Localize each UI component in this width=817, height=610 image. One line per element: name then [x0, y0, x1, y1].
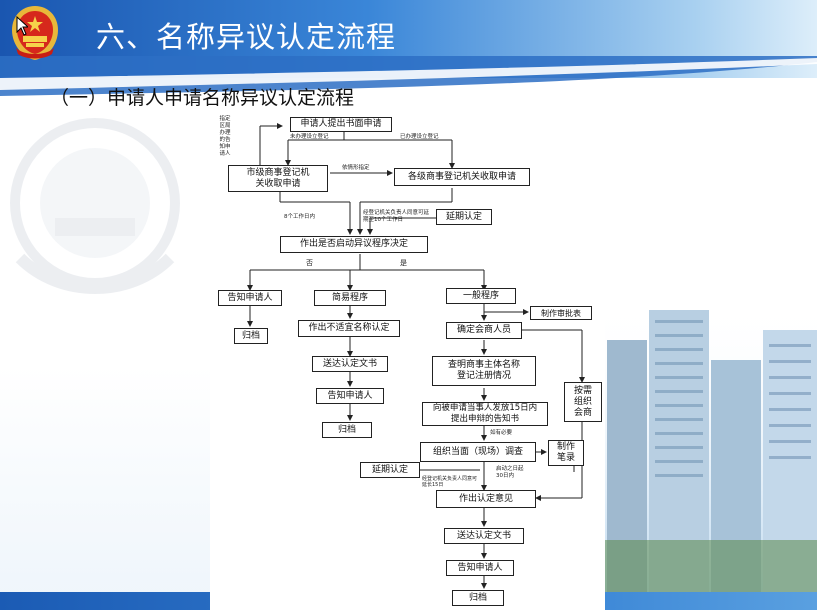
label-start-30-days: 启动之日起30日内: [496, 466, 524, 479]
node-deliver-doc-2: 送达认定文书: [444, 528, 524, 544]
city-buildings-background: [605, 300, 817, 600]
node-all-levels-receive: 各级商事登记机关收取申请: [394, 168, 530, 186]
node-extend-1: 延期认定: [436, 209, 492, 225]
node-verify-registration: 查明商事主体名称登记注册情况: [432, 356, 536, 386]
national-emblem-icon: [12, 6, 58, 60]
label-approve-extend: 经登记机关负责人同意可延期至10个工作日: [363, 210, 430, 223]
node-organize-consult: 按需组织会商: [564, 382, 602, 422]
label-registered: 已办理设立登记: [400, 134, 439, 140]
node-notify-applicant-1: 告知申请人: [218, 290, 282, 306]
page-title: 六、名称异议认定流程: [96, 20, 397, 54]
node-archive-3: 归档: [452, 590, 504, 606]
node-investigation: 组织当面（现场）调查: [420, 442, 536, 462]
mouse-cursor-icon: [16, 16, 28, 36]
node-notify-applicant-2: 告知申请人: [316, 388, 384, 404]
node-notify-applicant-3: 告知申请人: [446, 560, 514, 576]
label-side-note: 指定区局办理的告知申请人: [219, 116, 231, 157]
label-if-needed: 如有必要: [490, 430, 513, 436]
label-8-days: 8个工作日内: [284, 214, 315, 220]
node-deliver-doc-1: 送达认定文书: [312, 356, 388, 372]
node-make-record: 制作笔录: [548, 440, 584, 466]
node-not-suitable: 作出不适宜名称认定: [298, 320, 400, 337]
node-city-receive: 市级商事登记机关收取申请: [228, 165, 328, 192]
header-wave-decoration: [0, 56, 817, 96]
label-by-situation: 依情形指定: [342, 165, 370, 171]
flowchart-panel: 指定区局办理的告知申请人 申请人提出书面申请 市级商事登记机关收取申请 各级商事…: [210, 110, 605, 610]
node-archive-1: 归档: [234, 328, 268, 344]
label-no: 否: [306, 259, 313, 267]
node-archive-2: 归档: [322, 422, 372, 438]
label-not-registered: 未办理设立登记: [290, 134, 329, 140]
label-yes: 是: [400, 259, 407, 267]
node-simple-procedure: 简易程序: [314, 290, 386, 306]
node-notice-15-days: 向被申请当事人发放15日内提出申辩的告知书: [422, 402, 548, 426]
node-approval-form: 制作审批表: [530, 306, 592, 320]
node-submit-application: 申请人提出书面申请: [290, 117, 392, 132]
emblem-watermark-icon: [10, 118, 180, 294]
section-subtitle: （一）申请人申请名称异议认定流程: [50, 87, 355, 109]
label-approve-extend-2: 经登记机关负责人同意可延长15日: [422, 476, 478, 488]
node-extend-2: 延期认定: [360, 462, 420, 478]
flowchart-connectors: [247, 123, 585, 589]
node-general-procedure: 一般程序: [446, 288, 516, 304]
node-decide-start: 作出是否启动异议程序决定: [280, 236, 428, 253]
node-confirm-staff: 确定会商人员: [446, 322, 522, 339]
node-make-opinion: 作出认定意见: [436, 490, 536, 508]
